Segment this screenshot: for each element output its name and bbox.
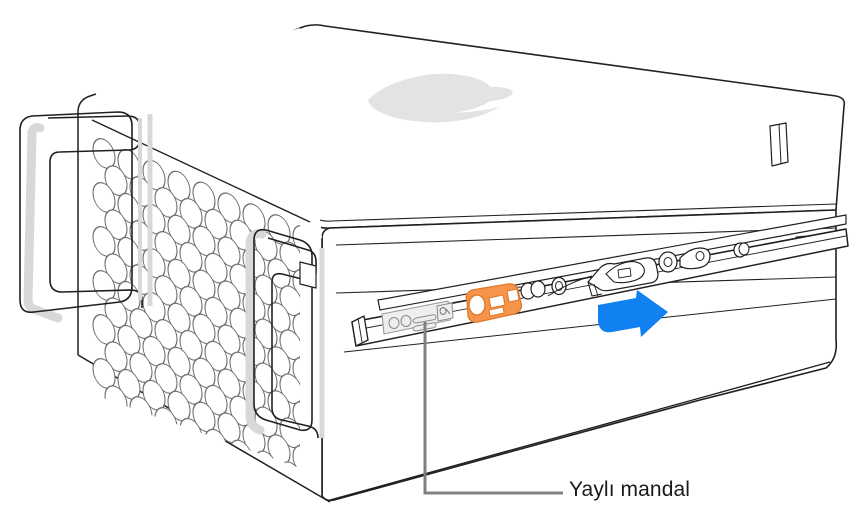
rail-latch-mechanism [520, 242, 750, 300]
action-arrow [598, 290, 668, 337]
callout-label: Yaylı mandal [569, 478, 691, 501]
callout-leader [423, 322, 563, 495]
foot-lower [299, 261, 317, 289]
foot-upper [769, 122, 789, 167]
handle-top [19, 111, 153, 323]
handle-bottom [245, 228, 325, 439]
rail-label-panel [381, 300, 454, 335]
spring-latch [465, 283, 522, 323]
apple-logo [368, 73, 513, 123]
